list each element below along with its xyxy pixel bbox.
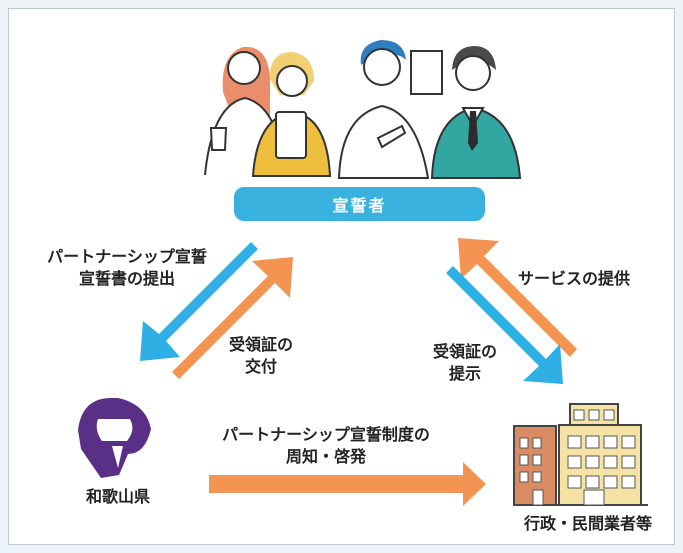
person-4-icon [410,46,522,179]
actor-label: 宣誓者 [332,196,387,215]
prefecture-label: 和歌山県 [85,487,150,506]
buildings-illustration [513,403,648,506]
present-arrow [446,266,563,384]
flow-label-submit: パートナーシップ宣誓 宣誓書の提出 [27,246,227,290]
submit-arrow [140,242,258,361]
flow-label-present-line-1: 受領証の [432,342,497,361]
person-1-icon [204,46,285,176]
flow-label-service-text: サービスの提供 [517,269,630,288]
actor-bar: 宣誓者 [234,187,485,221]
flow-label-issue-line-2: 交付 [244,357,277,376]
publicize-arrow [209,462,486,506]
prefecture-logo [78,398,151,478]
person-2-icon [251,52,332,177]
people-illustration [204,40,522,179]
flow-label-issue-line-1: 受領証の [228,335,293,354]
flow-label-publicize-line-2: 周知・啓発 [285,447,366,466]
flow-label-publicize-line-1: パートナーシップ宣誓制度の [222,425,430,444]
service-arrow [458,238,577,357]
flow-label-service: サービスの提供 [499,268,649,290]
flow-label-publicize: パートナーシップ宣誓制度の 周知・啓発 [206,424,446,468]
issue-arrow [172,257,293,379]
flow-label-present-line-2: 提示 [448,364,481,383]
flow-label-issue: 受領証の 交付 [225,334,297,378]
flow-arrows [140,238,577,506]
flow-label-submit-line-2: 宣誓書の提出 [78,269,175,288]
person-3-icon [337,40,430,179]
flow-label-present: 受領証の 提示 [422,341,508,385]
business-label: 行政・民間業者等 [523,514,652,533]
flow-label-submit-line-1: パートナーシップ宣誓 [47,247,207,266]
